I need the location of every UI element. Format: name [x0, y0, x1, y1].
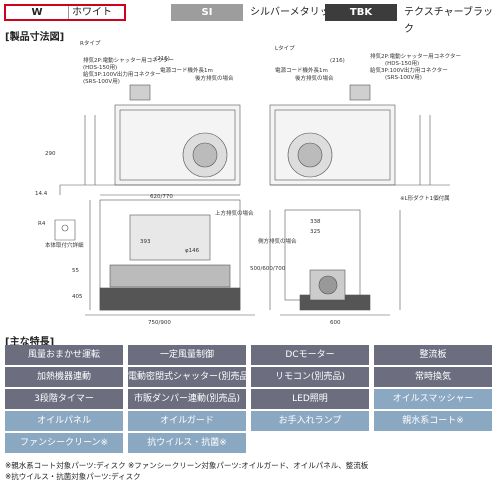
r-exhaust-connector: 排気2P:電動シャッター用コネクター — [83, 56, 174, 64]
dim-500-label: 500/600/700 — [250, 266, 286, 272]
r-type-label: Rタイプ — [80, 40, 101, 47]
feature-badge-heater-link: 加熱機器連動 — [5, 367, 123, 387]
dimension-drawing-svg: Rタイプ Lタイプ 排気2P:電動シャッター用コネクター (HDS-150用) … — [35, 40, 461, 326]
color-white-swatch[interactable]: W ホワイト — [4, 4, 126, 21]
footnotes: ※親水系コート対象パーツ:ディスク ※ファンシークリーン対象パーツ:オイルガード… — [5, 460, 495, 482]
l-rear-exhaust: 後方排気の場合 — [295, 74, 334, 82]
feature-badge-oil-guard: オイルガード — [128, 411, 246, 431]
r-srs: (SRS-100V用) — [83, 78, 120, 85]
side-exhaust-label: 側方排気の場合 — [258, 237, 297, 245]
l-hds: (HDS-150用) — [385, 60, 419, 67]
dimension-drawing: Rタイプ Lタイプ 排気2P:電動シャッター用コネクター (HDS-150用) … — [0, 40, 500, 330]
color-name-white: ホワイト — [72, 7, 112, 18]
dim-55-label: 55 — [72, 268, 79, 274]
features-row: ファンシークリーン※ 抗ウイルス・抗菌※ — [5, 433, 495, 453]
features-grid: 風量おまかせ運転 一定風量制御 DCモーター 整流板 加熱機器連動 電動密閉式シ… — [5, 345, 495, 455]
l-dim-216: (216) — [330, 58, 345, 64]
feature-badge-care-lamp: お手入れランプ — [251, 411, 369, 431]
l-supply-connector: 給気3P:100V出力用コネクター — [370, 66, 448, 74]
r-rear-exhaust: 後方排気の場合 — [195, 74, 234, 82]
r-hds: (HDS-150用) — [83, 64, 117, 71]
features-row: 3段階タイマー 市販ダンパー連動(別売品) LED照明 オイルスマッシャー — [5, 389, 495, 409]
l-exhaust-connector: 排気2P:電動シャッター用コネクター — [370, 52, 461, 60]
color-code-tbk[interactable]: TBK — [325, 4, 397, 21]
color-code-si[interactable]: SI — [171, 4, 243, 21]
feature-badge-auto-airflow: 風量おまかせ運転 — [5, 345, 123, 365]
color-variant-bar: W ホワイト SI シルバーメタリック TBK テクスチャーブラック — [0, 0, 500, 35]
feature-badge-timer: 3段階タイマー — [5, 389, 123, 409]
feature-badge-shutter: 電動密閉式シャッター(別売品) — [128, 367, 246, 387]
feature-badge-baffle: 整流板 — [374, 345, 492, 365]
dim-620-label: 620/770 — [150, 194, 173, 200]
feature-badge-remote: リモコン(別売品) — [251, 367, 369, 387]
features-title: [主な特長] — [5, 337, 55, 348]
l-type-label: Lタイプ — [275, 44, 295, 52]
l-power-cord: 電源コード機外長1m — [275, 66, 328, 74]
color-name-silver: シルバーメタリック — [250, 7, 340, 18]
feature-badge-oil-panel: オイルパネル — [5, 411, 123, 431]
dimensions-title: [製品寸法図] — [5, 32, 65, 43]
dim-393-label: 393 — [140, 239, 151, 245]
r-dim-216: (216) — [155, 56, 170, 62]
dim-405-label: 405 — [72, 294, 83, 300]
dim-14-label: 14.4 — [35, 191, 48, 197]
r-power-cord: 電源コード機外長1m — [160, 66, 213, 74]
feature-badge-led: LED照明 — [251, 389, 369, 409]
color-code-w: W — [6, 6, 69, 19]
dim-750-label: 750/900 — [148, 320, 171, 326]
feature-badge-constant-airflow: 一定風量制御 — [128, 345, 246, 365]
color-name-black: テクスチャーブラック — [404, 7, 493, 35]
features-row: 風量おまかせ運転 一定風量制御 DCモーター 整流板 — [5, 345, 495, 365]
dim-290-label: 290 — [45, 151, 56, 157]
dim-338-label: 338 — [310, 219, 321, 225]
feature-badge-damper-link: 市販ダンパー連動(別売品) — [128, 389, 246, 409]
mount-hole-label: 本体取付穴詳細 — [45, 241, 84, 249]
footnote-line: ※抗ウイルス・抗菌対象パーツ:ディスク — [5, 472, 141, 481]
r-supply-connector: 給気3P:100V出力用コネクター — [83, 70, 161, 78]
feature-badge-antiviral: 抗ウイルス・抗菌※ — [128, 433, 246, 453]
dim-600-label: 600 — [330, 320, 341, 326]
footnote-line: ※親水系コート対象パーツ:ディスク ※ファンシークリーン対象パーツ:オイルガード… — [5, 461, 369, 470]
features-row: オイルパネル オイルガード お手入れランプ 親水系コート※ — [5, 411, 495, 431]
feature-badge-oil-smasher: オイルスマッシャー — [374, 389, 492, 409]
l-srs: (SRS-100V用) — [385, 74, 422, 81]
dim-r4-label: R4 — [38, 221, 46, 227]
feature-badge-hydrophilic: 親水系コート※ — [374, 411, 492, 431]
up-exhaust-label: 上方排気の場合 — [215, 209, 254, 217]
feature-badge-fancy-clean: ファンシークリーン※ — [5, 433, 123, 453]
feature-badge-dc-motor: DCモーター — [251, 345, 369, 365]
l-duct-note: ※L形ダクト1個付属 — [400, 194, 450, 202]
dim-146-label: φ146 — [185, 248, 200, 254]
feature-badge-constant-vent: 常時換気 — [374, 367, 492, 387]
features-row: 加熱機器連動 電動密閉式シャッター(別売品) リモコン(別売品) 常時換気 — [5, 367, 495, 387]
dim-325-label: 325 — [310, 229, 321, 235]
